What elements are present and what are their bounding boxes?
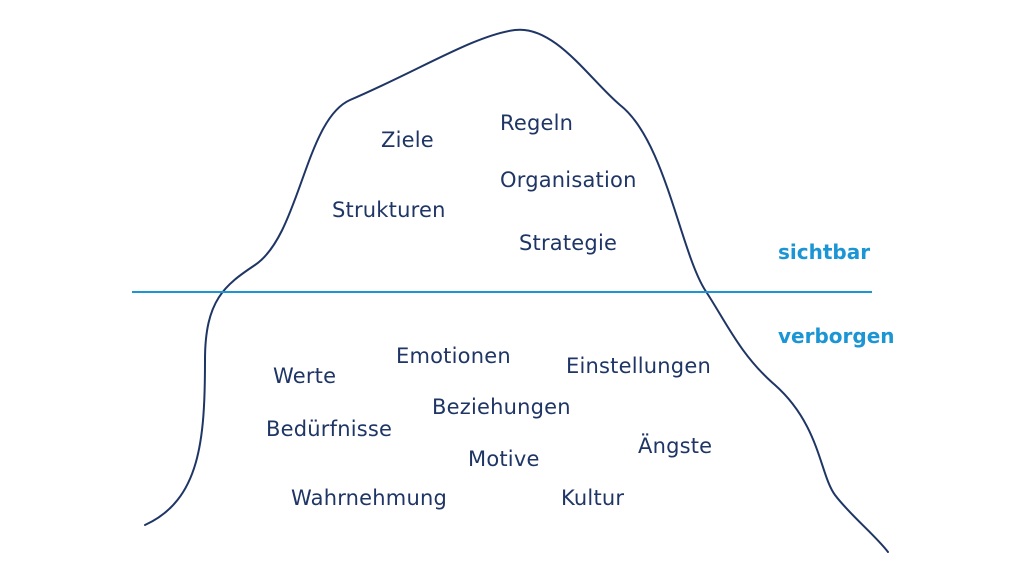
item-werte: Werte bbox=[273, 364, 337, 388]
item-strategie: Strategie bbox=[519, 231, 618, 255]
zone-label-sichtbar: sichtbar bbox=[778, 240, 871, 264]
item-regeln: Regeln bbox=[500, 111, 574, 135]
zone-label-verborgen: verborgen bbox=[778, 324, 895, 348]
iceberg-outline bbox=[144, 28, 889, 553]
item-einstellungen: Einstellungen bbox=[566, 354, 711, 378]
item-aengste: Ängste bbox=[638, 434, 713, 458]
item-kultur: Kultur bbox=[561, 486, 625, 510]
item-ziele: Ziele bbox=[381, 128, 434, 152]
item-beziehungen: Beziehungen bbox=[432, 395, 571, 419]
item-beduerfnisse: Bedürfnisse bbox=[266, 417, 393, 441]
item-motive: Motive bbox=[468, 447, 540, 471]
item-emotionen: Emotionen bbox=[396, 344, 511, 368]
item-strukturen: Strukturen bbox=[332, 198, 446, 222]
item-organisation: Organisation bbox=[500, 168, 637, 192]
item-wahrnehmung: Wahrnehmung bbox=[291, 486, 448, 510]
